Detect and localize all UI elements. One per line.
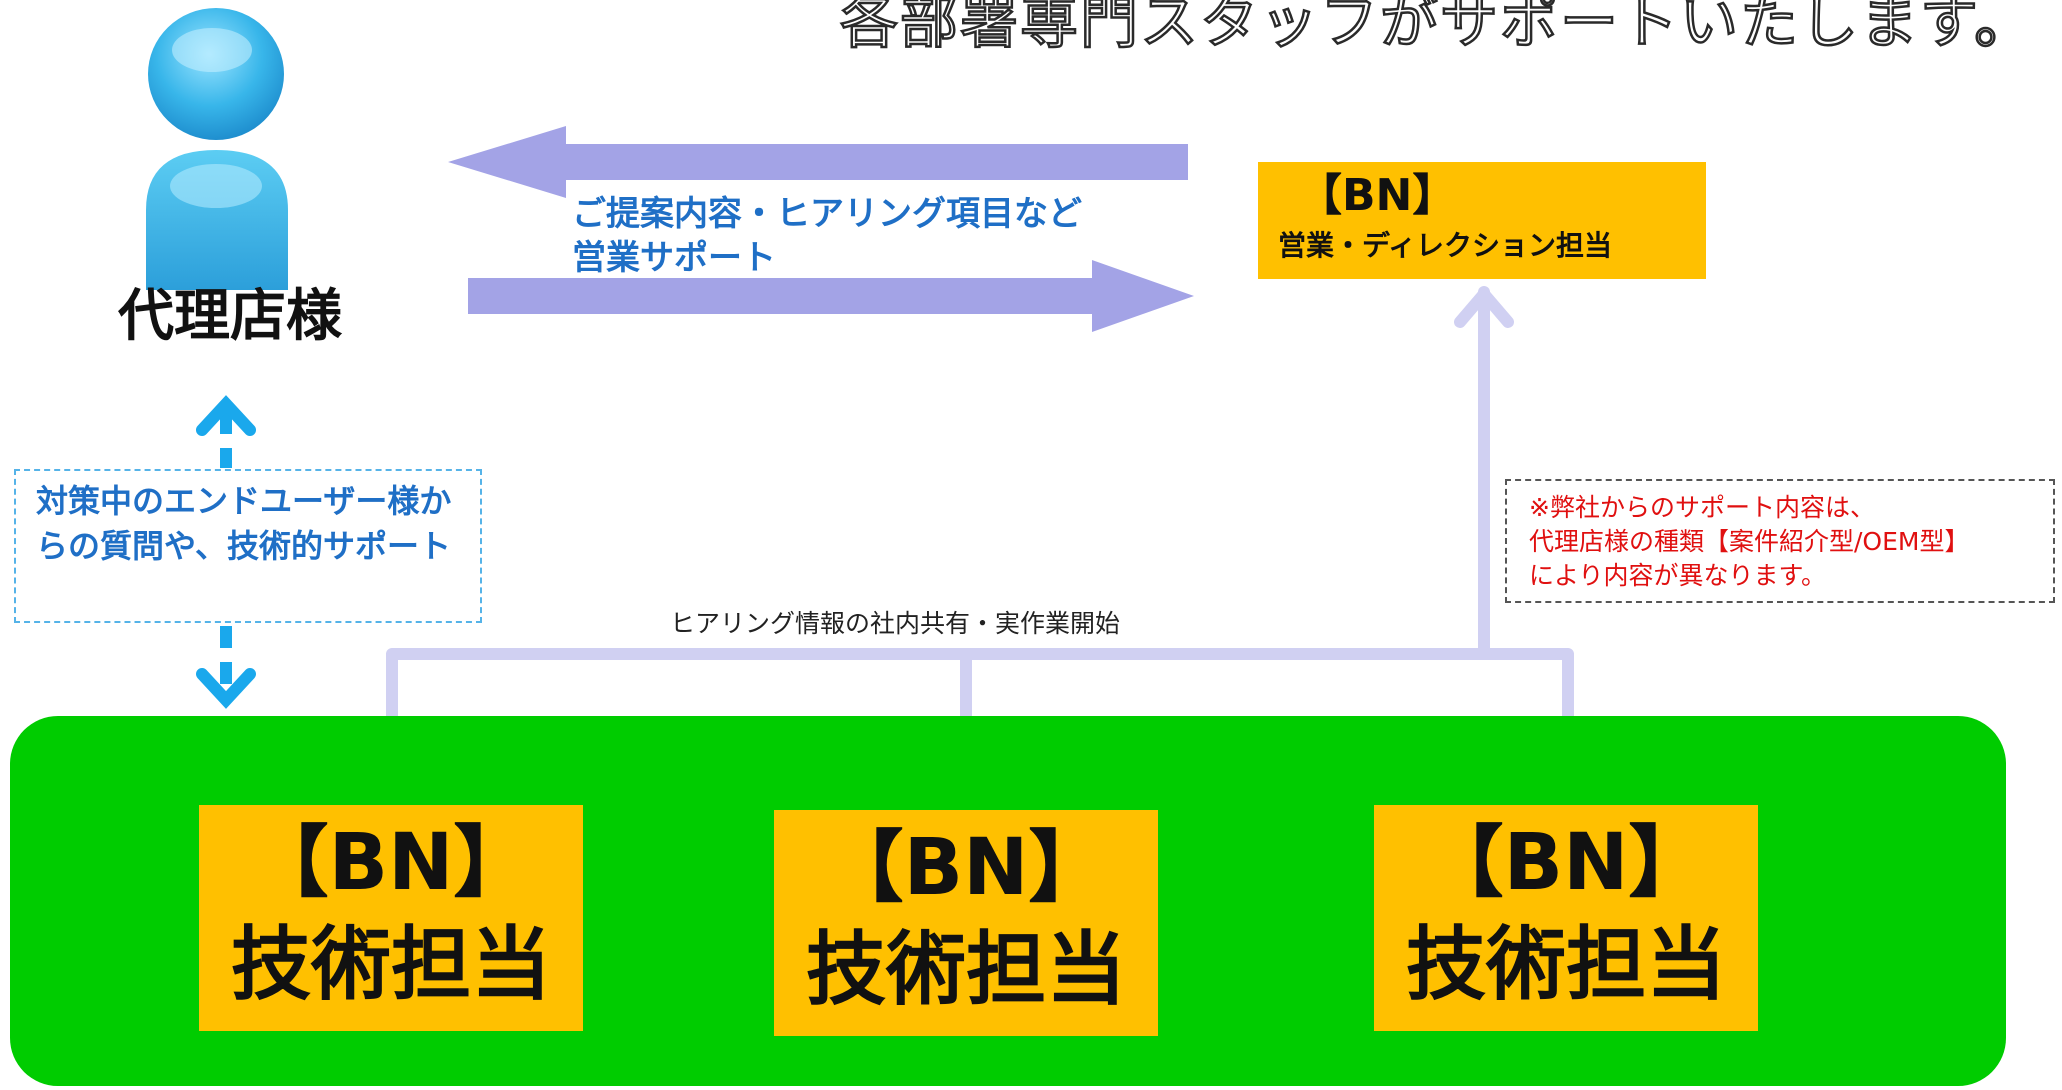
flow-label-line2: 営業サポート <box>572 238 776 278</box>
disclaimer-box: ※弊社からのサポート内容は、 代理店様の種類【案件紹介型/OEM型】 により内容… <box>1505 479 2055 603</box>
tech-box-bn: 【BN】 <box>1425 818 1707 908</box>
arrow-to-agency <box>448 126 1188 198</box>
sales-box-bn: 【BN】 <box>1298 170 1457 221</box>
share-connector <box>362 286 1598 794</box>
flow-label-line1: ご提案内容・ヒアリング項目など <box>572 194 1082 234</box>
support-note-box: 対策中のエンドユーザー様からの質問や、技術的サポート <box>14 469 482 623</box>
disclaimer-text: ※弊社からのサポート内容は、 代理店様の種類【案件紹介型/OEM型】 により内容… <box>1529 493 1970 590</box>
tech-box-2: 【BN】 技術担当 <box>774 810 1158 1036</box>
tech-box-role: 技術担当 <box>231 918 551 1011</box>
support-double-arrow <box>196 395 256 709</box>
page-title: 各部署専門スタッフがサポートいたします。 <box>839 0 2035 57</box>
sales-direction-box: 【BN】 営業・ディレクション担当 <box>1258 162 1706 279</box>
tech-box-bn: 【BN】 <box>250 818 532 908</box>
tech-box-role: 技術担当 <box>806 923 1126 1016</box>
share-label: ヒアリング情報の社内共有・実作業開始 <box>670 609 1121 638</box>
tech-box-3: 【BN】 技術担当 <box>1374 805 1758 1031</box>
sales-box-role: 営業・ディレクション担当 <box>1278 229 1613 262</box>
arrow-to-sales <box>468 260 1194 332</box>
tech-box-1: 【BN】 技術担当 <box>199 805 583 1031</box>
tech-box-bn: 【BN】 <box>825 823 1107 913</box>
support-note-text: 対策中のエンドユーザー様からの質問や、技術的サポート <box>36 482 452 565</box>
flow-label: ご提案内容・ヒアリング項目など 営業サポート <box>572 192 1192 280</box>
tech-box-role: 技術担当 <box>1406 918 1726 1011</box>
agency-label: 代理店様 <box>118 284 342 349</box>
